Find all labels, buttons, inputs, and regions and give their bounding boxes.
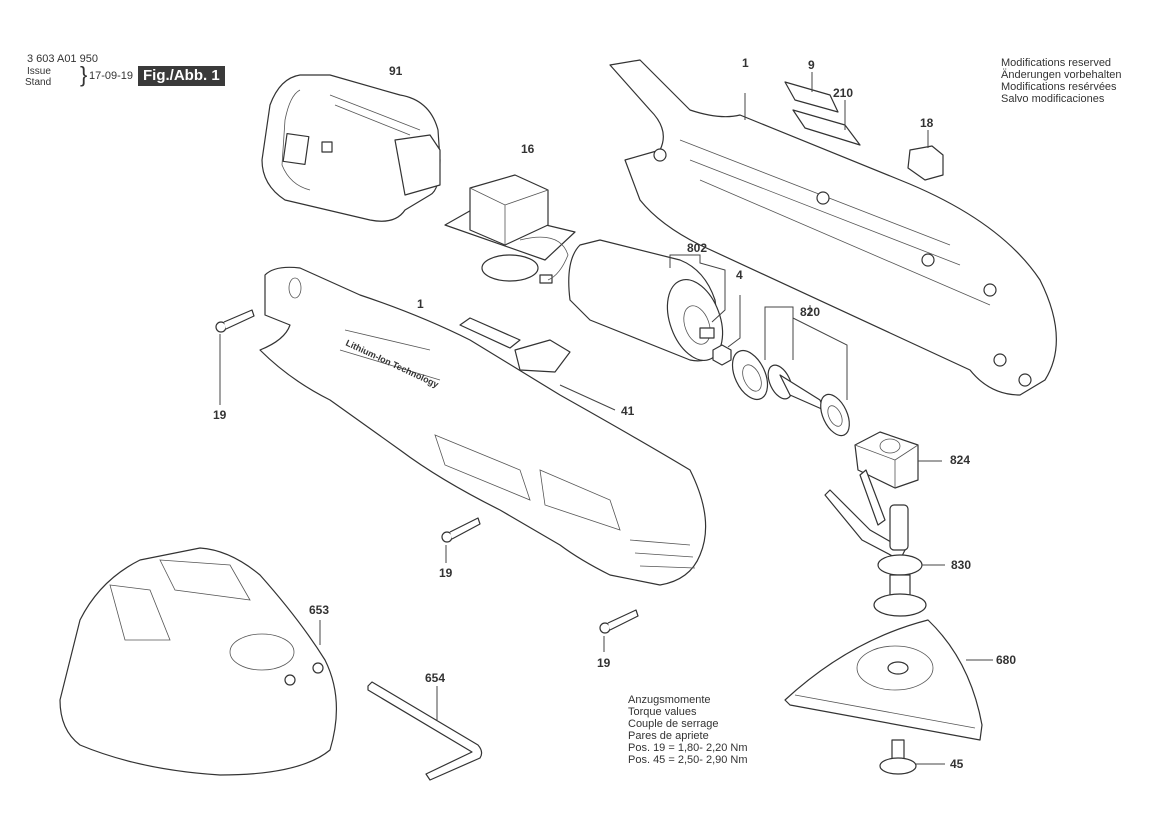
pinion[interactable] — [712, 295, 741, 366]
screw-a[interactable] — [215, 309, 255, 405]
callout-16: 16 — [521, 142, 535, 156]
sanding-plate[interactable] — [784, 619, 993, 741]
switch-module[interactable] — [444, 174, 576, 284]
nameplate[interactable] — [784, 72, 839, 113]
callout-4: 4 — [736, 268, 743, 282]
clamping-screw[interactable] — [879, 739, 945, 775]
motor[interactable] — [568, 239, 733, 368]
modifications-notice: Modifications reserved Änderungen vorbeh… — [1001, 57, 1121, 105]
callout-653: 653 — [309, 603, 330, 617]
callout-9: 9 — [808, 58, 815, 72]
callout-210: 210 — [833, 86, 854, 100]
callout-19-a: 19 — [213, 408, 227, 422]
callout-91: 91 — [389, 64, 403, 78]
housing-half-top[interactable] — [609, 59, 1057, 396]
callout-824: 824 — [950, 453, 971, 467]
callout-1-front: 1 — [417, 297, 424, 311]
torque-line: Couple de serrage — [628, 718, 719, 730]
battery-pack[interactable] — [261, 74, 441, 222]
notice-line: Modifications resérvées — [1001, 81, 1117, 93]
figure-label: Fig./Abb. 1 — [138, 66, 225, 86]
torque-line: Pares de apriete — [628, 730, 709, 742]
end-cap[interactable] — [907, 130, 944, 181]
notice-line: Salvo modificaciones — [1001, 93, 1105, 105]
screw-c[interactable] — [599, 609, 639, 652]
slide-switch[interactable] — [459, 317, 616, 411]
callout-820: 820 — [800, 305, 821, 319]
part-number: 3 603 A01 950 — [27, 53, 98, 65]
callout-19-b: 19 — [439, 566, 453, 580]
callout-802: 802 — [687, 241, 708, 255]
torque-line: Pos. 19 = 1,80- 2,20 Nm — [628, 742, 748, 754]
callout-1-top: 1 — [742, 56, 749, 70]
torque-values: Anzugsmomente Torque values Couple de se… — [628, 694, 748, 766]
torque-line: Torque values — [628, 706, 697, 718]
issue-date: 17-09-19 — [89, 70, 134, 82]
housing-half-front[interactable] — [259, 266, 707, 586]
torque-line: Pos. 45 = 2,50- 2,90 Nm — [628, 754, 748, 766]
callout-654: 654 — [425, 671, 446, 685]
callout-680: 680 — [996, 653, 1017, 667]
notice-line: Änderungen vorbehalten — [1001, 69, 1122, 81]
callout-830: 830 — [951, 558, 972, 572]
bearing-block[interactable] — [854, 431, 942, 489]
screw-b[interactable] — [441, 517, 481, 563]
callout-45: 45 — [950, 757, 964, 771]
torque-line: Anzugsmomente — [628, 694, 711, 706]
callout-18: 18 — [920, 116, 934, 130]
brace: } — [80, 62, 88, 87]
callout-41: 41 — [621, 404, 635, 418]
charger[interactable] — [59, 547, 337, 776]
callout-19-c: 19 — [597, 656, 611, 670]
shaft-bearing-set[interactable] — [725, 305, 855, 440]
oscillating-fork-spindle[interactable] — [824, 469, 945, 617]
hex-key[interactable] — [367, 681, 483, 781]
label-plate[interactable] — [792, 100, 861, 146]
stand-label: Stand — [25, 77, 52, 88]
issue-label: Issue — [27, 66, 51, 77]
notice-line: Modifications reserved — [1001, 57, 1112, 69]
